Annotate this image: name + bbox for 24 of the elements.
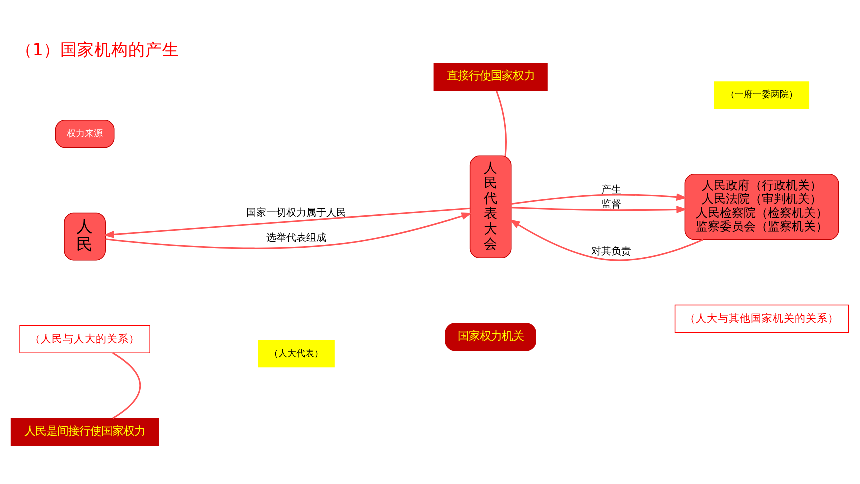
edge-label: 产生 — [601, 184, 622, 196]
arrow — [510, 218, 704, 261]
diagram-title: （1）国家机构的产生 — [16, 38, 180, 59]
node-box: 国家权力机关 — [445, 322, 536, 351]
edge-label: 监督 — [601, 198, 622, 210]
label: （一府一委两院） — [726, 90, 798, 100]
node-box: （人大与其他国家机关的关系） — [674, 304, 850, 332]
node-box: （人民与人大的关系） — [20, 324, 150, 354]
arrow — [511, 193, 688, 204]
arrow — [104, 207, 470, 238]
edge-label: 国家一切权力属于人民 — [246, 207, 347, 218]
edge-label: 选举代表组成 — [266, 232, 327, 244]
connector — [112, 352, 142, 419]
label: （人大代表） — [270, 348, 324, 359]
connector — [496, 90, 507, 156]
arrow — [512, 206, 688, 213]
edge-label: 对其负责 — [591, 246, 632, 258]
node-box: 人民政府（行政机关） 人民法院（审判机关） 人民检察院（检察机关） 监察委员会（监察机关） — [684, 174, 840, 240]
arrow — [106, 212, 472, 249]
node-box: 人民代表大会 — [470, 155, 512, 258]
node-box: 人民是间接行使国家权力 — [10, 418, 160, 446]
node-box: 直接行使国家权力 — [434, 62, 548, 91]
node-box: 人民 — [64, 212, 106, 260]
node-box: 权力来源 — [55, 120, 115, 148]
